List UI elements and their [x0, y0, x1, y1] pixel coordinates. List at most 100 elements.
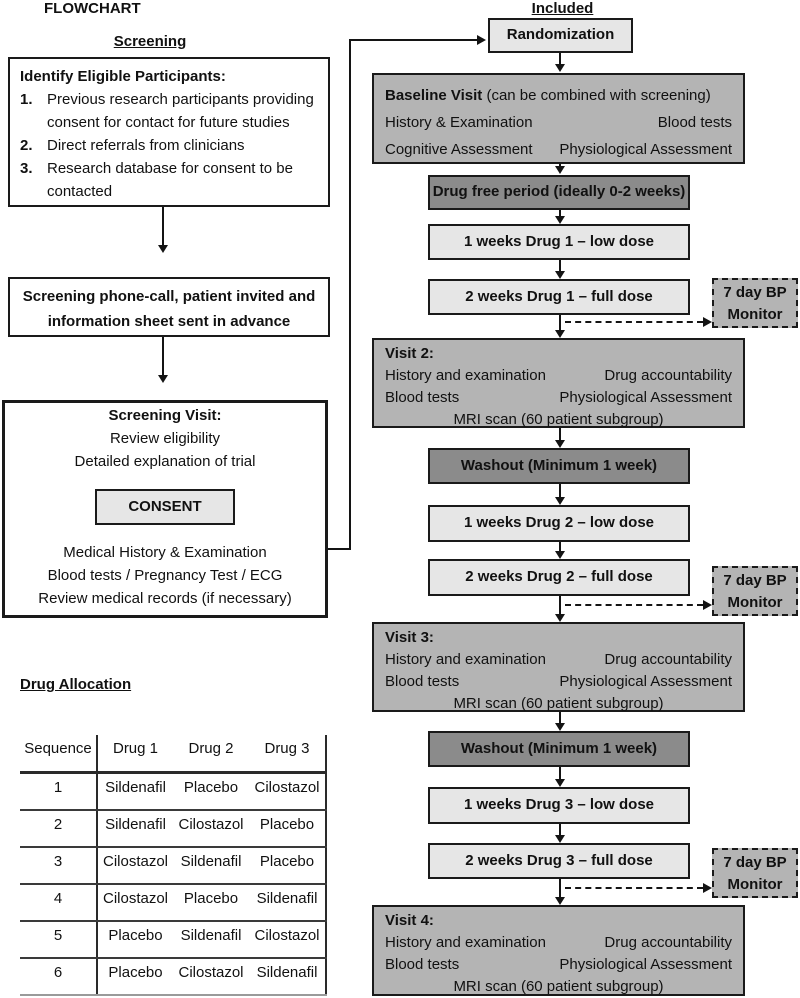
table-cell: Sildenafil: [249, 958, 327, 996]
visit4-box: Visit 4: History and examination Drug ac…: [372, 905, 745, 996]
bp-monitor-line2: Monitor: [727, 594, 783, 611]
visit3-box: Visit 3: History and examination Drug ac…: [372, 622, 745, 712]
screening-visit-line: Review medical records (if necessary): [38, 590, 292, 607]
phone-call-line1: Screening phone-call, patient invited an…: [22, 288, 316, 305]
list-item: contacted: [20, 180, 320, 203]
list-item: 3. Research database for consent to be: [20, 157, 320, 180]
arrow-right-icon: [477, 35, 486, 45]
arrow-line: [559, 484, 561, 497]
list-text: contacted: [47, 183, 113, 200]
randomization-box: Randomization: [488, 18, 633, 53]
visit-item: History and examination: [385, 367, 546, 384]
screening-visit-box: Screening Visit: Review eligibility Deta…: [2, 400, 328, 618]
visit-title: Visit 4:: [385, 912, 434, 929]
arrow-down-icon: [158, 375, 168, 383]
arrow-down-icon: [555, 551, 565, 559]
table-row: 4 Cilostazol Placebo Sildenafil: [20, 884, 327, 922]
arrow-down-icon: [555, 64, 565, 72]
list-number: [20, 180, 47, 203]
list-item: 1. Previous research participants provid…: [20, 88, 320, 111]
included-heading: Included: [531, 0, 594, 17]
list-item: 2. Direct referrals from clinicians: [20, 134, 320, 157]
baseline-title-bold: Baseline Visit: [385, 87, 483, 104]
bp-monitor-box: 7 day BP Monitor: [712, 566, 798, 616]
arrow-down-icon: [555, 440, 565, 448]
visit-item: Blood tests: [385, 389, 460, 406]
baseline-item: Physiological Assessment: [559, 141, 732, 158]
visit-row: History and examination Drug accountabil…: [385, 932, 732, 954]
baseline-item: History & Examination: [385, 114, 533, 131]
dashed-connector-line: [565, 604, 703, 606]
table-cell: Sildenafil: [97, 810, 173, 848]
table-cell: Cilostazol: [249, 921, 327, 959]
baseline-item: Cognitive Assessment: [385, 141, 533, 158]
screening-heading: Screening: [113, 33, 187, 50]
visit-mri-line: MRI scan (60 patient subgroup): [453, 411, 664, 428]
arrow-line: [559, 767, 561, 779]
list-text: Research database for consent to be: [47, 160, 293, 177]
table-row: 6 Placebo Cilostazol Sildenafil: [20, 958, 327, 996]
visit-item: Physiological Assessment: [559, 673, 732, 690]
arrow-line: [559, 210, 561, 217]
table-cell: Cilostazol: [97, 847, 173, 885]
column-header: Drug 1: [97, 735, 173, 774]
column-header: Sequence: [20, 735, 98, 774]
table-cell: Placebo: [97, 921, 173, 959]
table-cell: Sildenafil: [97, 772, 173, 811]
table-cell: Cilostazol: [249, 772, 327, 811]
washout-box: Washout (Minimum 1 week): [428, 731, 690, 767]
baseline-item: Blood tests: [657, 114, 732, 131]
table-cell: 2: [20, 810, 98, 848]
drug-allocation-heading: Drug Allocation: [20, 676, 132, 693]
dose-box-drug3-low: 1 weeks Drug 3 – low dose: [428, 787, 690, 824]
visit-row: History and examination Drug accountabil…: [385, 365, 732, 387]
dashed-connector-line: [565, 887, 703, 889]
table-cell: Placebo: [173, 772, 249, 811]
bp-monitor-line2: Monitor: [727, 876, 783, 893]
screening-visit-title: Screening Visit:: [108, 407, 222, 424]
washout-box: Washout (Minimum 1 week): [428, 448, 690, 484]
baseline-title: Baseline Visit (can be combined with scr…: [385, 82, 732, 109]
visit-item: History and examination: [385, 651, 546, 668]
visit-row: Blood tests Physiological Assessment: [385, 671, 732, 693]
column-header: Drug 2: [173, 735, 249, 774]
arrow-line: [559, 824, 561, 835]
bp-monitor-line2: Monitor: [727, 306, 783, 323]
table-cell: Sildenafil: [249, 884, 327, 922]
bp-monitor-box: 7 day BP Monitor: [712, 278, 798, 328]
connector-line: [349, 39, 351, 550]
arrow-line: [559, 260, 561, 272]
drug-allocation-table: Sequence Drug 1 Drug 2 Drug 3 1 Sildenaf…: [20, 735, 327, 996]
visit-row: Blood tests Physiological Assessment: [385, 387, 732, 409]
list-number: 2.: [20, 137, 33, 154]
consent-box: CONSENT: [95, 489, 235, 525]
arrow-right-icon: [703, 317, 712, 327]
list-text: Direct referrals from clinicians: [47, 137, 245, 154]
list-number: [20, 111, 47, 134]
arrow-line: [559, 428, 561, 440]
dose-box-drug2-full: 2 weeks Drug 2 – full dose: [428, 559, 690, 596]
list-item: consent for contact for future studies: [20, 111, 320, 134]
baseline-row: Cognitive Assessment Physiological Asses…: [385, 136, 732, 163]
phone-call-box: Screening phone-call, patient invited an…: [8, 277, 330, 337]
visit-row: History and examination Drug accountabil…: [385, 649, 732, 671]
arrow-line: [559, 164, 561, 167]
table-cell: 1: [20, 772, 98, 811]
arrow-line: [559, 596, 561, 614]
table-cell: Sildenafil: [173, 847, 249, 885]
screening-visit-line: Review eligibility: [109, 430, 221, 447]
list-text: Previous research participants providing: [47, 91, 314, 108]
screening-visit-line: Medical History & Examination: [63, 544, 267, 561]
bp-monitor-line1: 7 day BP: [723, 284, 787, 301]
baseline-visit-box: Baseline Visit (can be combined with scr…: [372, 73, 745, 164]
table-cell: Placebo: [249, 810, 327, 848]
table-cell: Placebo: [249, 847, 327, 885]
bp-monitor-line1: 7 day BP: [723, 854, 787, 871]
list-text: consent for contact for future studies: [47, 114, 290, 131]
visit-item: Blood tests: [385, 956, 460, 973]
arrow-down-icon: [555, 330, 565, 338]
visit-title: Visit 2:: [385, 345, 434, 362]
arrow-line: [162, 207, 164, 245]
arrow-down-icon: [555, 835, 565, 843]
